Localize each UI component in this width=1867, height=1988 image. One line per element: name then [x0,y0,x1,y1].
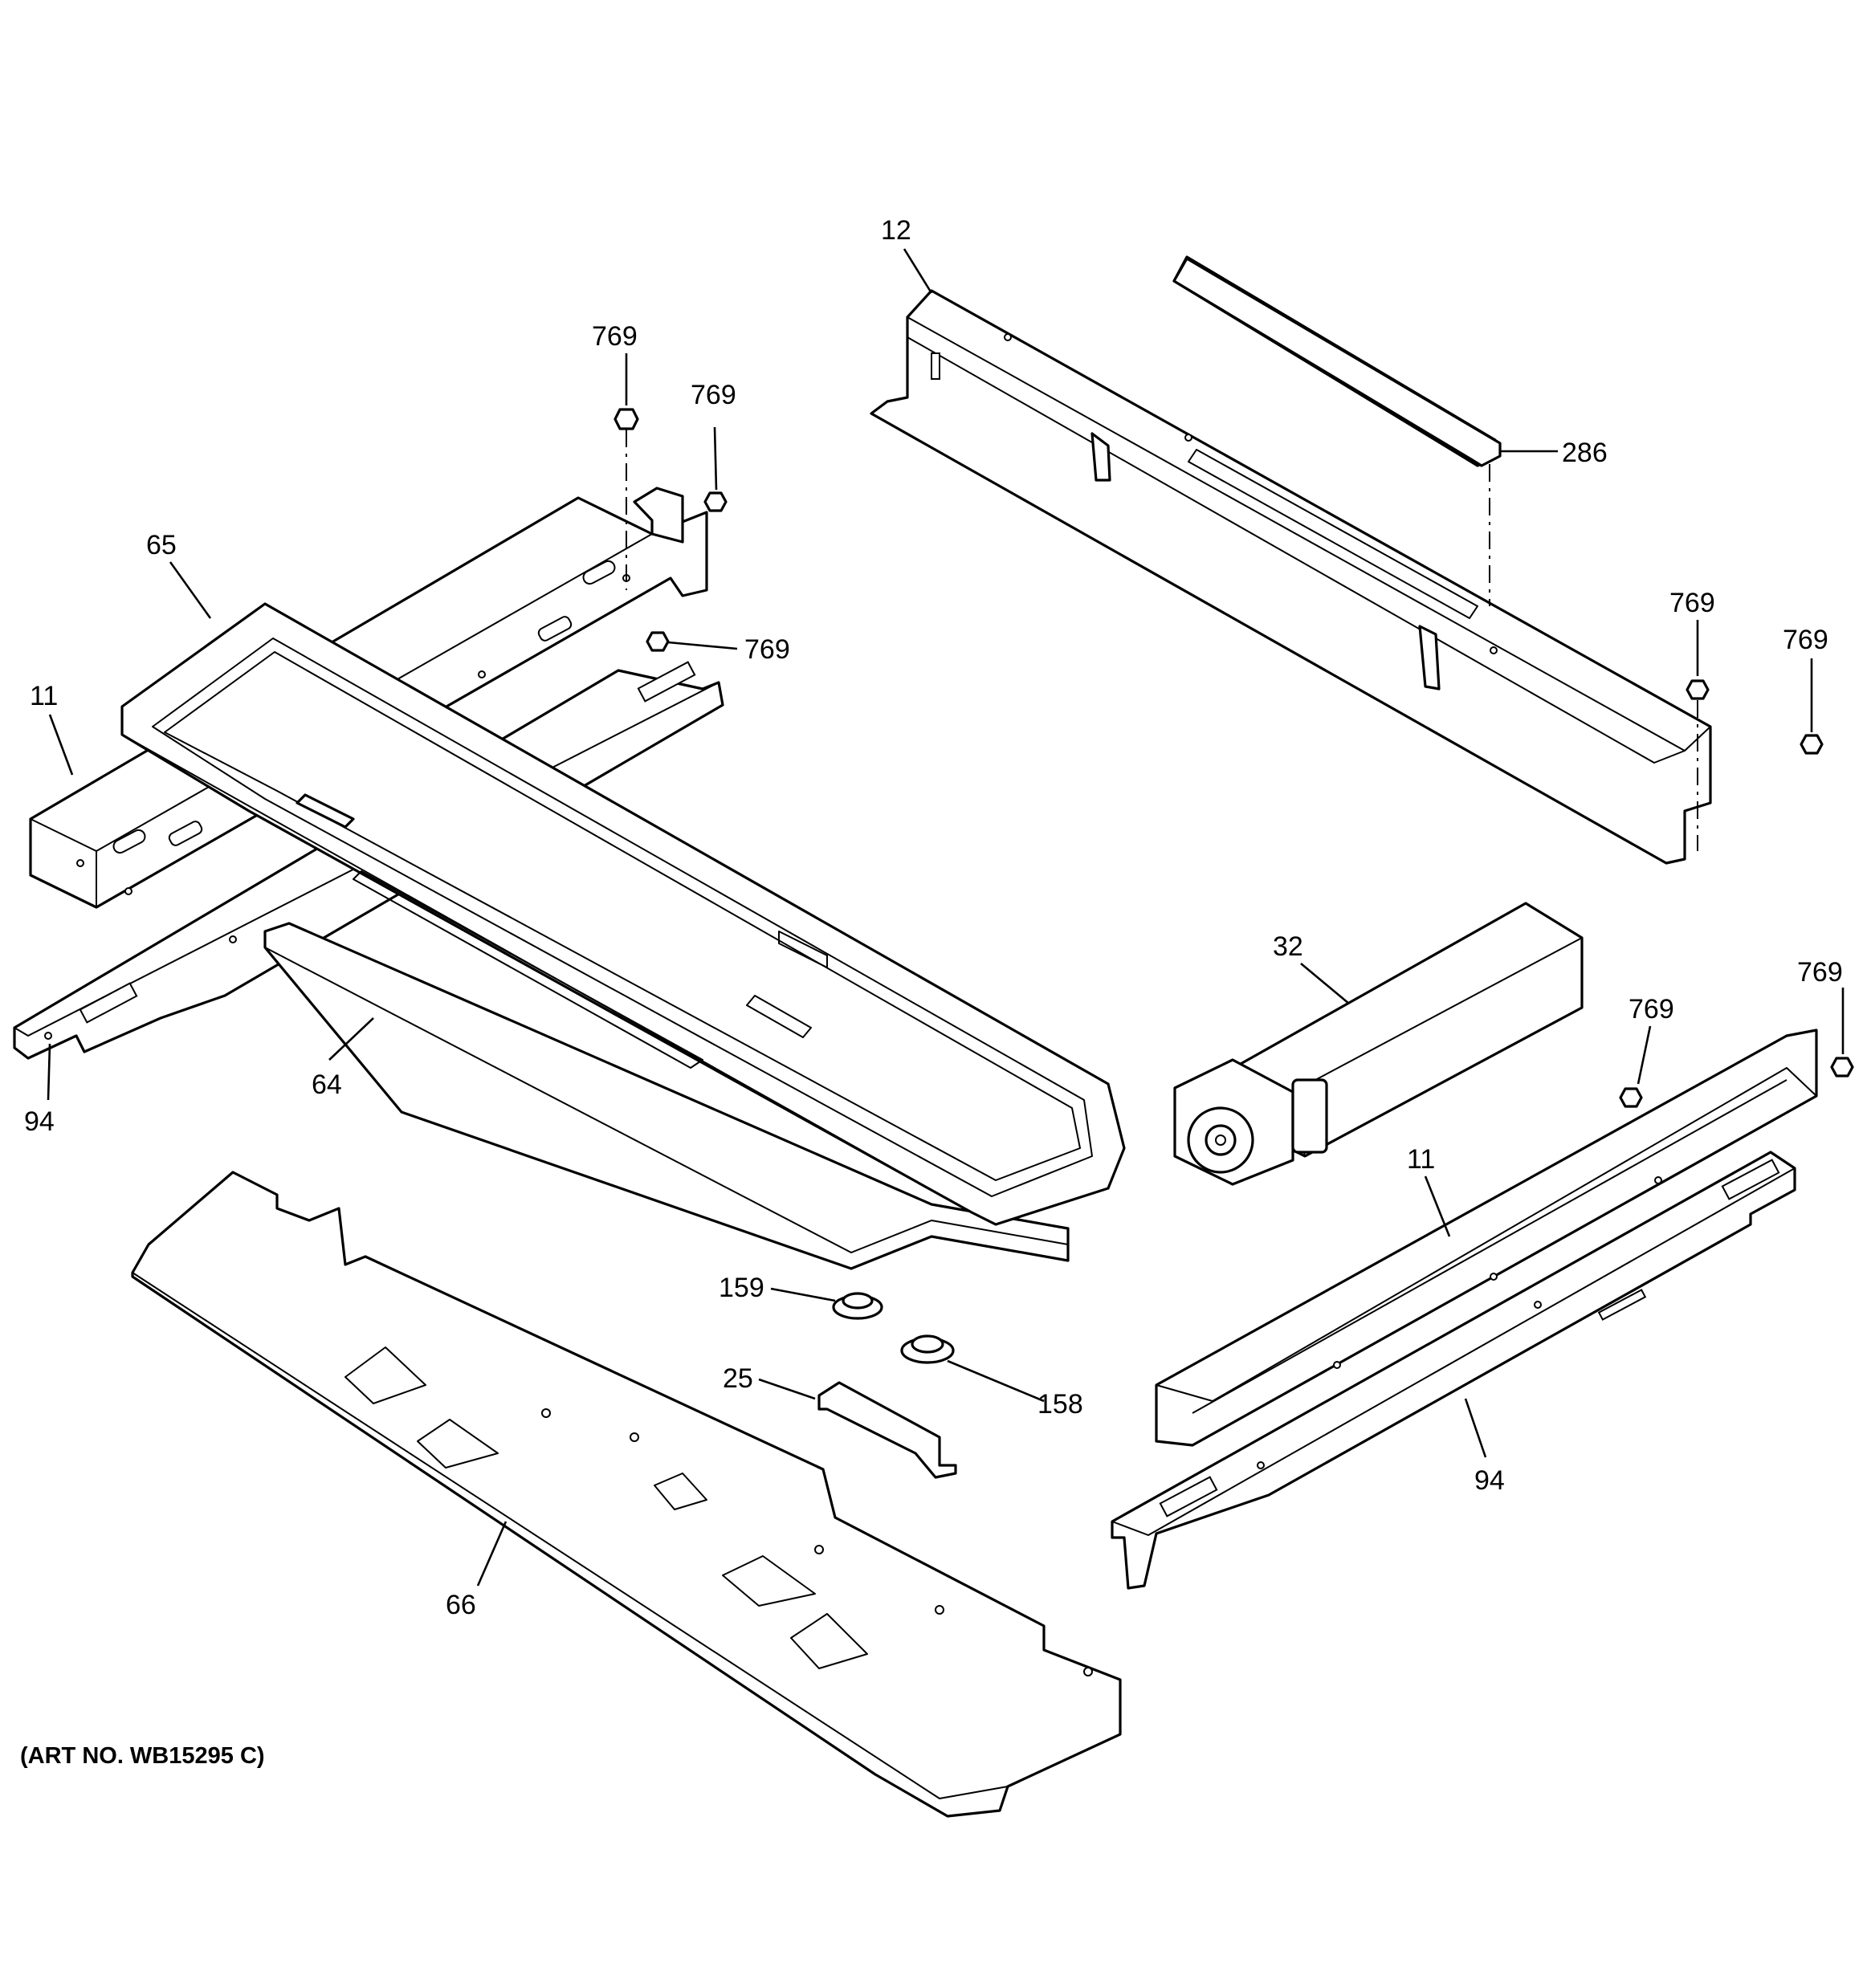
callout-769: 769 [744,634,790,665]
callout-65: 65 [146,530,177,560]
callout-66: 66 [446,1590,476,1620]
callout-769: 769 [1669,588,1715,618]
leader-lines [47,248,1845,1587]
part-286-bar [1172,257,1502,467]
callout-25: 25 [723,1363,753,1394]
callout-769: 769 [592,321,638,352]
screw-icon-d [1686,679,1710,700]
part-66-bottom-panel [131,1171,1122,1818]
screw-icon-b [703,491,728,512]
screw-icon-e [1800,734,1824,755]
callout-769: 769 [691,380,736,410]
part-94-right-rail [1111,1151,1796,1590]
callout-12: 12 [881,215,911,246]
callout-158: 158 [1037,1389,1083,1420]
part-159-thermostat [832,1292,883,1320]
screw-icons [614,408,1854,1108]
callout-labels: 12 286 769 769 769 769 769 769 769 65 11… [24,215,1843,1620]
callout-94: 94 [24,1106,55,1137]
callout-64: 64 [312,1069,342,1100]
callout-11: 11 [1407,1144,1435,1175]
callout-769: 769 [1783,625,1828,655]
part-158-thermostat [900,1334,955,1364]
callout-32: 32 [1273,931,1303,962]
alignment-lines [626,430,1698,851]
screw-icon-a [614,408,639,430]
callout-769: 769 [1797,957,1843,988]
part-64-glass-panel [263,922,1070,1270]
callout-286: 286 [1562,438,1608,468]
callout-11: 11 [30,681,58,711]
callout-159: 159 [719,1273,764,1303]
screw-icon-c [646,631,670,652]
art-number-caption: (ART NO. WB15295 C) [20,1743,265,1769]
callout-769: 769 [1629,994,1674,1025]
part-25-bracket [817,1381,957,1479]
part-65-vent-frame [120,602,1126,1226]
screw-icon-g [1830,1057,1854,1078]
callout-94: 94 [1474,1465,1505,1496]
part-32-blower [1173,902,1584,1186]
screw-icon-f [1619,1087,1643,1108]
part-11-right-bracket [1155,1029,1818,1447]
